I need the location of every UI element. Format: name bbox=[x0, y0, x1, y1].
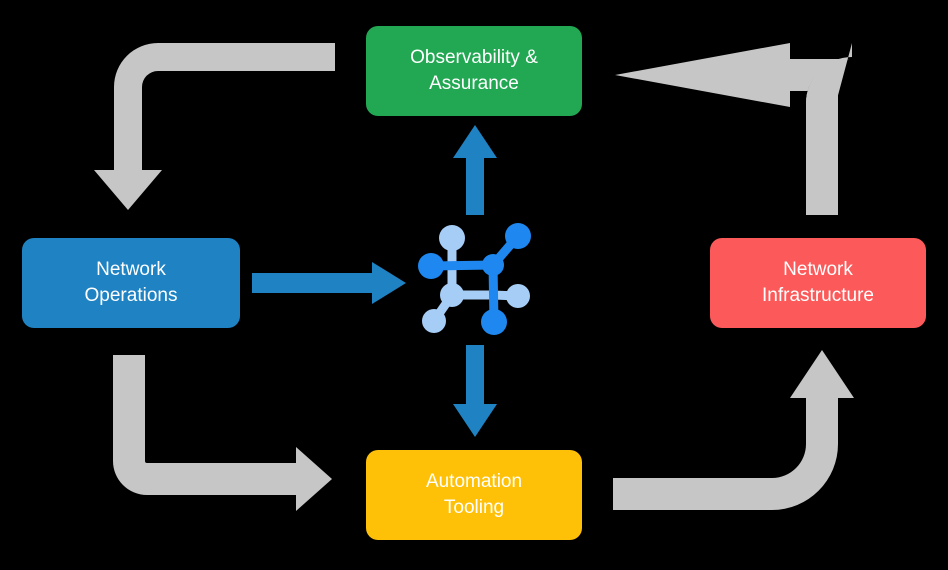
center-arrow-right-from-network-operations bbox=[252, 262, 406, 304]
topology-nodes-bright bbox=[418, 223, 531, 335]
node-observability-assurance[interactable]: Observability & Assurance bbox=[366, 26, 582, 116]
topology-nodes-light bbox=[422, 225, 530, 333]
loop-arrow-automation-tooling-to-network-infrastructure bbox=[613, 350, 854, 510]
network-topology-icon bbox=[415, 215, 540, 340]
node-automation-tooling[interactable]: Automation Tooling bbox=[366, 450, 582, 540]
loop-arrow-network-operations-to-automation-tooling bbox=[112, 355, 332, 511]
node-label-observability-assurance: Observability & Assurance bbox=[410, 47, 538, 94]
node-label-network-operations: Network Operations bbox=[84, 259, 178, 306]
node-label-network-infrastructure: Network Infrastructure bbox=[762, 259, 874, 306]
node-network-infrastructure[interactable]: Network Infrastructure bbox=[710, 238, 926, 328]
node-label-automation-tooling: Automation Tooling bbox=[425, 471, 523, 518]
center-arrow-up-to-observability bbox=[453, 125, 497, 215]
loop-arrow-network-infrastructure-to-observability bbox=[806, 43, 852, 215]
node-network-operations[interactable]: Network Operations bbox=[22, 238, 240, 328]
center-arrow-down-to-automation-tooling bbox=[453, 345, 497, 437]
loop-arrow-observability-to-network-operations bbox=[94, 43, 335, 210]
loop-arrow-network-infrastructure-to-observability-body bbox=[615, 43, 850, 215]
